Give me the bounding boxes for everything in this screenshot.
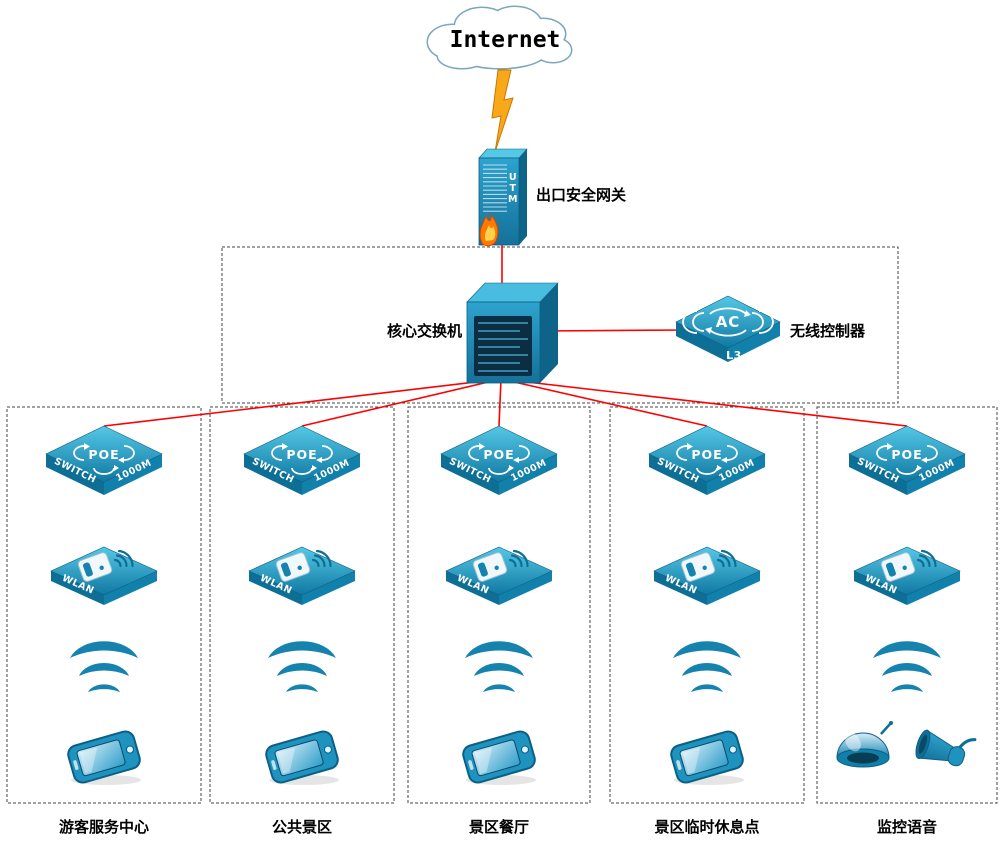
zone-4-boundary bbox=[609, 406, 805, 804]
ac-circulating-arrows bbox=[709, 307, 747, 337]
link-core-zone4 bbox=[500, 378, 708, 427]
wifi-signal-icon bbox=[268, 641, 336, 692]
smartphone-icon bbox=[460, 728, 538, 786]
zone-5: POE SWITCH 1000M WLAN 监控语音 bbox=[836, 425, 977, 836]
poe-label: POE bbox=[691, 447, 722, 462]
internet-label: Internet bbox=[450, 27, 561, 53]
wireless-controller: AC L3 无线控制器 bbox=[675, 295, 866, 362]
zone-1-boundary bbox=[6, 406, 202, 804]
core-switch-label: 核心交换机 bbox=[387, 322, 462, 340]
wireless-ap: WLAN bbox=[652, 545, 762, 607]
poe-switch: POE SWITCH 1000M bbox=[243, 425, 361, 496]
zone-label: 监控语音 bbox=[877, 818, 937, 836]
wireless-ap: WLAN bbox=[444, 545, 554, 607]
wireless-controller-label: 无线控制器 bbox=[789, 322, 866, 340]
core-switch-ports bbox=[478, 322, 528, 372]
poe-switch: POE SWITCH 1000M bbox=[45, 425, 163, 496]
wifi-signal-icon bbox=[70, 641, 138, 692]
core-area-boundary bbox=[221, 246, 899, 404]
poe-label: POE bbox=[88, 447, 119, 462]
smartphone-icon bbox=[263, 728, 341, 786]
utm-port-stripes bbox=[483, 164, 507, 212]
internet-cloud: Internet bbox=[426, 5, 573, 70]
link-core-ac bbox=[537, 329, 687, 332]
zone-3: POE SWITCH 1000M WLAN 景区餐厅 bbox=[440, 425, 558, 836]
connection-lines bbox=[103, 238, 908, 427]
zone-5-boundary bbox=[816, 406, 998, 804]
wifi-signal-icon bbox=[465, 641, 533, 692]
dome-camera-icon bbox=[836, 721, 893, 768]
smartphone-icon bbox=[668, 728, 746, 786]
link-core-zone5 bbox=[500, 378, 908, 427]
horn-speaker-icon bbox=[915, 729, 977, 767]
zone-3-boundary bbox=[407, 406, 591, 804]
poe-switch: POE SWITCH 1000M bbox=[440, 425, 558, 496]
ac-layer-label: L3 bbox=[726, 349, 742, 362]
poe-switch: POE SWITCH 1000M bbox=[848, 425, 966, 496]
poe-label: POE bbox=[483, 447, 514, 462]
wireless-ap: WLAN bbox=[49, 545, 159, 607]
ac-device-label: AC bbox=[716, 313, 741, 331]
zone-2: POE SWITCH 1000M WLAN 公共景区 bbox=[243, 425, 361, 836]
link-core-zone3 bbox=[498, 378, 502, 427]
link-core-zone1 bbox=[103, 378, 502, 427]
zone-1: POE SWITCH 1000M WLAN 游客服务中心 bbox=[45, 425, 163, 836]
wireless-ap: WLAN bbox=[852, 545, 962, 607]
firewall-flame-icon bbox=[479, 213, 499, 247]
wifi-signal-icon bbox=[673, 641, 741, 692]
wireless-ap: WLAN bbox=[247, 545, 357, 607]
core-switch-panel bbox=[474, 316, 532, 376]
ac-signal-arcs bbox=[682, 310, 774, 334]
zone-2-boundary bbox=[209, 406, 395, 804]
wifi-signal-icon bbox=[873, 641, 941, 692]
poe-switch: POE SWITCH 1000M bbox=[648, 425, 766, 496]
zone-label: 景区餐厅 bbox=[469, 818, 529, 836]
lightning-bolt-icon bbox=[491, 69, 514, 153]
poe-label: POE bbox=[891, 447, 922, 462]
smartphone-icon bbox=[65, 728, 143, 786]
gateway-label: 出口安全网关 bbox=[536, 186, 626, 204]
zone-label: 景区临时休息点 bbox=[654, 818, 759, 836]
poe-label: POE bbox=[286, 447, 317, 462]
zone-4: POE SWITCH 1000M WLAN 景区临时休息点 bbox=[648, 425, 766, 836]
link-core-zone2 bbox=[301, 378, 502, 427]
zone-label: 公共景区 bbox=[272, 818, 332, 836]
zone-label: 游客服务中心 bbox=[59, 818, 149, 836]
core-switch: 核心交换机 bbox=[387, 282, 559, 384]
